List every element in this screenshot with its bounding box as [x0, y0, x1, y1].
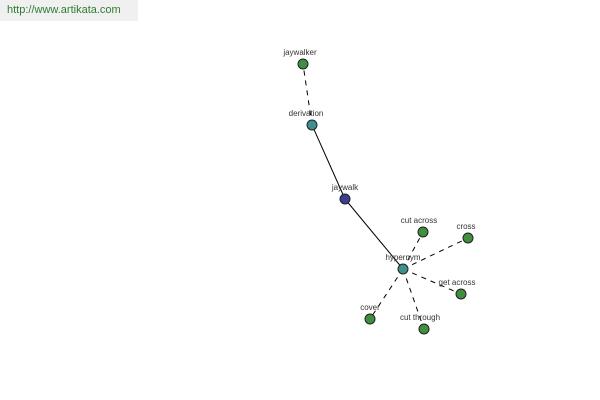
node-circle-jaywalk[interactable]	[339, 193, 351, 205]
node-cross[interactable]: cross	[456, 222, 476, 244]
node-label-cut-across: cut across	[401, 216, 437, 225]
watermark-text: http://www.artikata.com	[7, 4, 121, 16]
node-jaywalk[interactable]: jaywalk	[331, 183, 359, 205]
node-label-jaywalk: jaywalk	[331, 183, 359, 192]
node-jaywalker[interactable]: jaywalker	[282, 48, 317, 70]
edge-jaywalk-hypernym	[344, 198, 404, 270]
watermark: http://www.artikata.com	[0, 0, 138, 21]
node-get-across[interactable]: get across	[439, 278, 476, 300]
edge-hypernym-get-across	[402, 268, 462, 295]
edge-hypernym-cut-through	[402, 268, 425, 330]
graph-edges	[302, 63, 469, 330]
node-label-hypernym: hypernym	[385, 253, 420, 262]
node-label-derivation: derivation	[289, 109, 324, 118]
node-label-get-across: get across	[439, 278, 476, 287]
edge-hypernym-cut-across	[402, 231, 424, 270]
node-circle-get-across[interactable]	[455, 288, 467, 300]
edge-derivation-jaywalker	[302, 63, 313, 126]
node-label-cross: cross	[456, 222, 475, 231]
node-label-cover: cover	[360, 303, 380, 312]
edge-jaywalk-derivation	[311, 124, 346, 200]
node-cut-across[interactable]: cut across	[401, 216, 437, 238]
node-cover[interactable]: cover	[360, 303, 380, 325]
node-hypernym[interactable]: hypernym	[385, 253, 421, 275]
node-circle-cross[interactable]	[462, 232, 474, 244]
node-circle-derivation[interactable]	[306, 119, 318, 131]
edge-hypernym-cross	[402, 237, 469, 270]
node-circle-jaywalker[interactable]	[297, 58, 309, 70]
graph-nodes: jaywalk derivation jaywalker hypernym cut ac…	[282, 48, 476, 335]
node-circle-cut-across[interactable]	[417, 226, 429, 238]
node-derivation[interactable]: derivation	[289, 109, 324, 131]
node-label-jaywalker: jaywalker	[282, 48, 317, 57]
node-cut-through[interactable]: cut through	[400, 313, 440, 335]
node-label-cut-through: cut through	[400, 313, 440, 322]
node-circle-hypernym[interactable]	[397, 263, 409, 275]
node-circle-cut-through[interactable]	[418, 323, 430, 335]
node-circle-cover[interactable]	[364, 313, 376, 325]
